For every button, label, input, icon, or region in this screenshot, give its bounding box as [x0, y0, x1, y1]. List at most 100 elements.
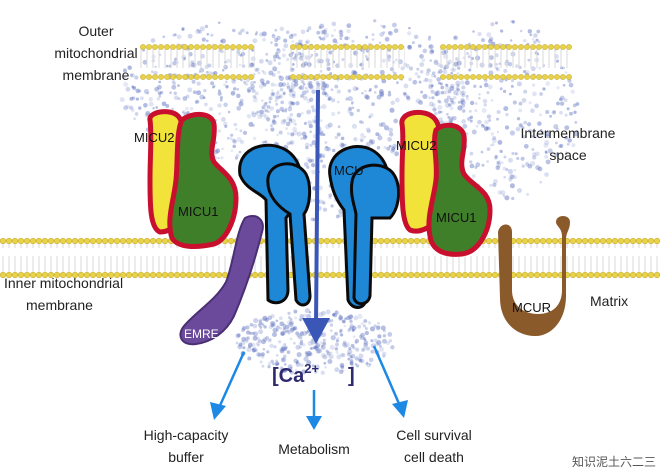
calcium-dot: [269, 343, 274, 349]
calcium-dot: [347, 95, 353, 102]
outer-membrane-head: [440, 44, 446, 50]
calcium-dot: [473, 84, 477, 89]
calcium-dot: [406, 95, 410, 100]
calcium-dot: [483, 126, 489, 132]
calcium-dot: [362, 337, 366, 341]
calcium-dot: [275, 354, 279, 357]
calcium-dot: [440, 110, 443, 114]
inner-membrane-head: [419, 237, 427, 245]
calcium-dot: [422, 93, 428, 99]
calcium-dot: [152, 106, 155, 110]
outer-membrane-head: [200, 44, 206, 50]
calcium-dot: [446, 112, 449, 116]
calcium-dot: [251, 111, 255, 115]
inner-membrane-head: [533, 271, 541, 279]
calcium-dot: [425, 71, 430, 76]
calcium-dot: [306, 98, 311, 104]
calcium-dot: [230, 133, 234, 137]
calcium-dot: [239, 129, 243, 133]
calcium-dot: [339, 142, 345, 148]
inner-membrane-head: [113, 271, 121, 279]
calcium-dot: [388, 127, 394, 133]
calcium-dot: [547, 148, 553, 154]
calcium-dot: [456, 88, 460, 92]
calcium-dot: [509, 39, 513, 42]
calcium-dot: [363, 339, 368, 345]
calcium-dot: [431, 96, 435, 100]
calcium-dot: [303, 121, 307, 125]
calcium-dot: [288, 119, 293, 124]
calcium-dot: [224, 80, 228, 84]
calcium-dot: [289, 370, 294, 375]
calcium-dot: [490, 132, 494, 136]
inner-membrane-head: [575, 237, 583, 245]
outer-membrane-head: [506, 44, 512, 50]
calcium-dot: [259, 109, 264, 115]
outer-membrane-head: [176, 44, 182, 50]
calcium-dot: [449, 97, 454, 103]
calcium-dot: [322, 354, 328, 360]
outer-membrane-head: [392, 74, 398, 80]
calcium-dot: [378, 41, 382, 45]
calcium-dot: [266, 117, 271, 122]
calcium-dot: [382, 329, 386, 333]
calcium-dot: [354, 341, 358, 345]
calcium-dot: [159, 90, 164, 95]
calcium-dot: [444, 83, 448, 87]
calcium-dot: [411, 41, 415, 45]
calcium-dot: [323, 91, 328, 96]
inner-membrane-head: [401, 271, 409, 279]
calcium-dot: [290, 83, 296, 89]
calcium-dot: [318, 185, 323, 191]
calcium-dot: [321, 36, 326, 41]
calcium-dot: [291, 94, 296, 99]
micu1-left-shape: [167, 112, 239, 249]
calcium-dot: [196, 28, 200, 32]
calcium-dot: [294, 368, 298, 372]
calcium-dot: [412, 79, 418, 85]
calcium-dot: [286, 329, 290, 333]
calcium-dot: [285, 30, 290, 35]
calcium-dot: [426, 68, 431, 73]
calcium-dot: [306, 360, 312, 366]
calcium-dot: [347, 349, 353, 355]
inner-membrane-head: [149, 271, 157, 279]
calcium-dot: [305, 330, 309, 335]
calcium-dot: [322, 207, 328, 212]
calcium-dot: [422, 79, 426, 83]
inner-membrane-head: [641, 271, 649, 279]
calcium-dot: [448, 103, 451, 107]
outer-membrane-head: [248, 74, 254, 80]
calcium-dot: [327, 96, 333, 101]
calcium-dot: [306, 351, 312, 356]
calcium-dot: [279, 326, 283, 330]
calcium-dot: [300, 94, 304, 98]
calcium-dot: [545, 134, 550, 139]
calcium-dot: [573, 110, 577, 114]
calcium-dot: [249, 322, 254, 327]
calcium-dot: [407, 45, 413, 50]
calcium-dot: [486, 160, 490, 164]
calcium-dot: [306, 165, 310, 169]
outer-membrane-head: [242, 44, 248, 50]
calcium-dot: [219, 96, 223, 100]
calcium-dot: [532, 83, 536, 87]
calcium-dot: [375, 132, 380, 137]
calcium-dot: [241, 328, 245, 332]
calcium-dot: [292, 326, 296, 331]
calcium-dot: [267, 361, 272, 366]
inner-membrane-head: [65, 237, 73, 245]
calcium-dot: [452, 96, 457, 100]
calcium-dot: [245, 31, 249, 35]
calcium-dot: [371, 38, 375, 41]
calcium-dot: [523, 39, 527, 43]
calcium-dot: [298, 39, 303, 44]
calcium-dot: [443, 98, 449, 104]
calcium-dot: [252, 136, 257, 141]
calcium-dot: [308, 311, 312, 314]
calcium-dot: [321, 90, 327, 96]
inner-membrane-head: [629, 271, 637, 279]
calcium-dot: [232, 144, 236, 149]
calcium-dot: [271, 34, 276, 39]
calcium-dot: [283, 38, 288, 43]
